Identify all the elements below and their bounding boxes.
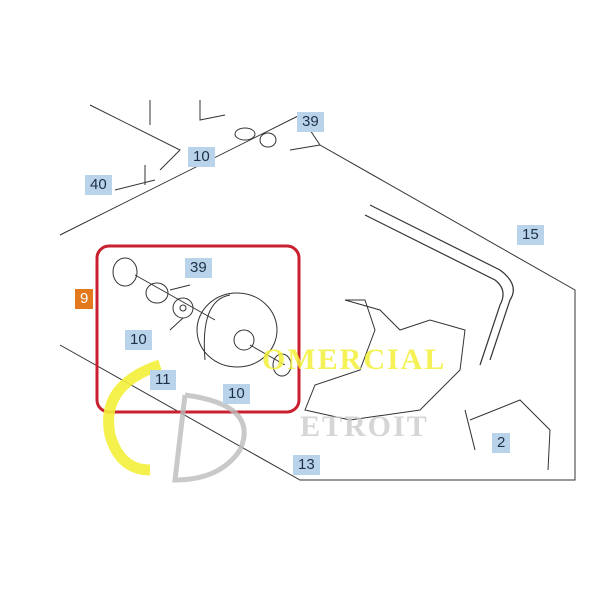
part-label-39: 39 (297, 112, 324, 132)
kit-label-9: 9 (75, 289, 94, 309)
part-label-13: 13 (293, 455, 320, 475)
part-label-2: 2 (492, 433, 511, 453)
watermark-text-line1: OMERCIAL (262, 343, 447, 376)
part-label-10: 10 (188, 147, 215, 167)
highlight-box (95, 244, 301, 414)
part-label-15: 15 (517, 225, 544, 245)
part-label-10-kit-right: 10 (223, 384, 250, 404)
watermark-d-logo (172, 392, 247, 483)
part-label-40: 40 (85, 175, 112, 195)
watermark-text-line2: ETROIT (300, 410, 429, 443)
part-label-10-kit: 10 (125, 330, 152, 350)
part-label-11: 11 (150, 370, 176, 390)
watermark-c-logo (103, 359, 162, 476)
part-label-39-kit: 39 (185, 258, 212, 278)
